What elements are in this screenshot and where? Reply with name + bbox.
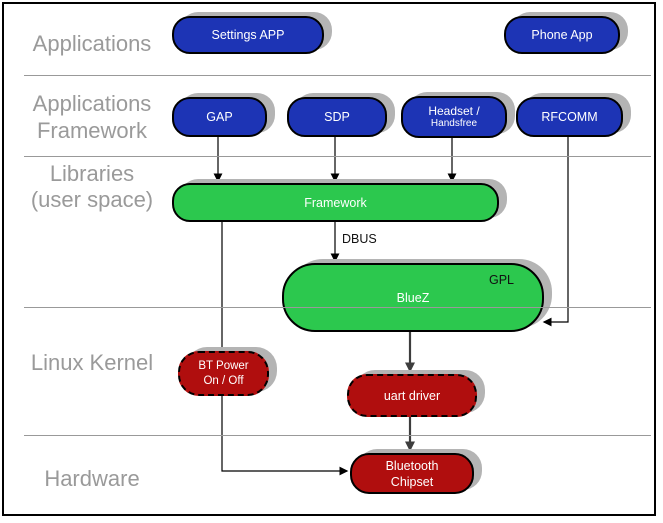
- node-label: Bluetooth: [385, 458, 439, 473]
- node-uart-driver: uart driver: [347, 374, 477, 417]
- node-headset-handsfree: Headset / Handsfree: [401, 96, 507, 138]
- layer-label-line: (user space): [30, 187, 154, 212]
- node-label: SDP: [324, 110, 350, 124]
- edge-label-dbus: DBUS: [342, 232, 377, 246]
- layer-label-applications-framework: Applications Framework: [8, 90, 176, 144]
- node-label: GAP: [206, 110, 233, 124]
- layer-label-line: Applications: [32, 31, 152, 56]
- node-label: RFCOMM: [541, 110, 598, 124]
- layer-label-line: Applications: [32, 91, 152, 116]
- node-label: BT Power: [198, 359, 249, 372]
- node-label: Handsfree: [430, 118, 478, 129]
- divider-framework-libraries: [24, 156, 651, 157]
- node-label: uart driver: [383, 388, 441, 403]
- divider-libraries-kernel: [24, 307, 651, 308]
- layer-label-libraries: Libraries (user space): [8, 161, 176, 213]
- layer-label-applications: Applications: [8, 31, 176, 57]
- node-bluetooth-chipset: Bluetooth Chipset: [350, 453, 474, 494]
- edge-framework-chipset: [221, 218, 349, 476]
- node-framework: Framework: [172, 183, 499, 222]
- divider-applications-framework: [24, 75, 651, 76]
- node-label: On / Off: [203, 374, 244, 387]
- layer-label-line: Libraries: [49, 161, 135, 186]
- gpl-license-badge: GPL: [488, 273, 514, 287]
- node-label: Framework: [304, 195, 367, 210]
- node-rfcomm: RFCOMM: [516, 97, 623, 137]
- layer-label-line: Hardware: [44, 466, 140, 491]
- layer-label-linux-kernel: Linux Kernel: [8, 350, 176, 376]
- node-label: BlueZ: [396, 290, 430, 305]
- node-settings-app: Settings APP: [172, 16, 324, 54]
- node-bluez: GPL BlueZ: [282, 263, 544, 332]
- diagram-border: [2, 2, 656, 516]
- node-label: Phone App: [531, 28, 593, 42]
- edge-label-text: DBUS: [342, 232, 377, 246]
- node-label: Headset /: [428, 104, 480, 118]
- node-label: Settings APP: [211, 28, 285, 42]
- node-bt-power: BT Power On / Off: [178, 351, 269, 396]
- divider-kernel-hardware: [24, 435, 651, 436]
- node-gap: GAP: [172, 97, 267, 137]
- layer-label-line: Linux Kernel: [30, 350, 154, 375]
- node-sdp: SDP: [287, 97, 387, 137]
- edge-rfcomm-bluez: [542, 133, 569, 327]
- node-label: Chipset: [390, 474, 434, 489]
- layer-label-hardware: Hardware: [8, 466, 176, 492]
- layer-label-line: Framework: [36, 118, 147, 143]
- node-phone-app: Phone App: [504, 16, 620, 54]
